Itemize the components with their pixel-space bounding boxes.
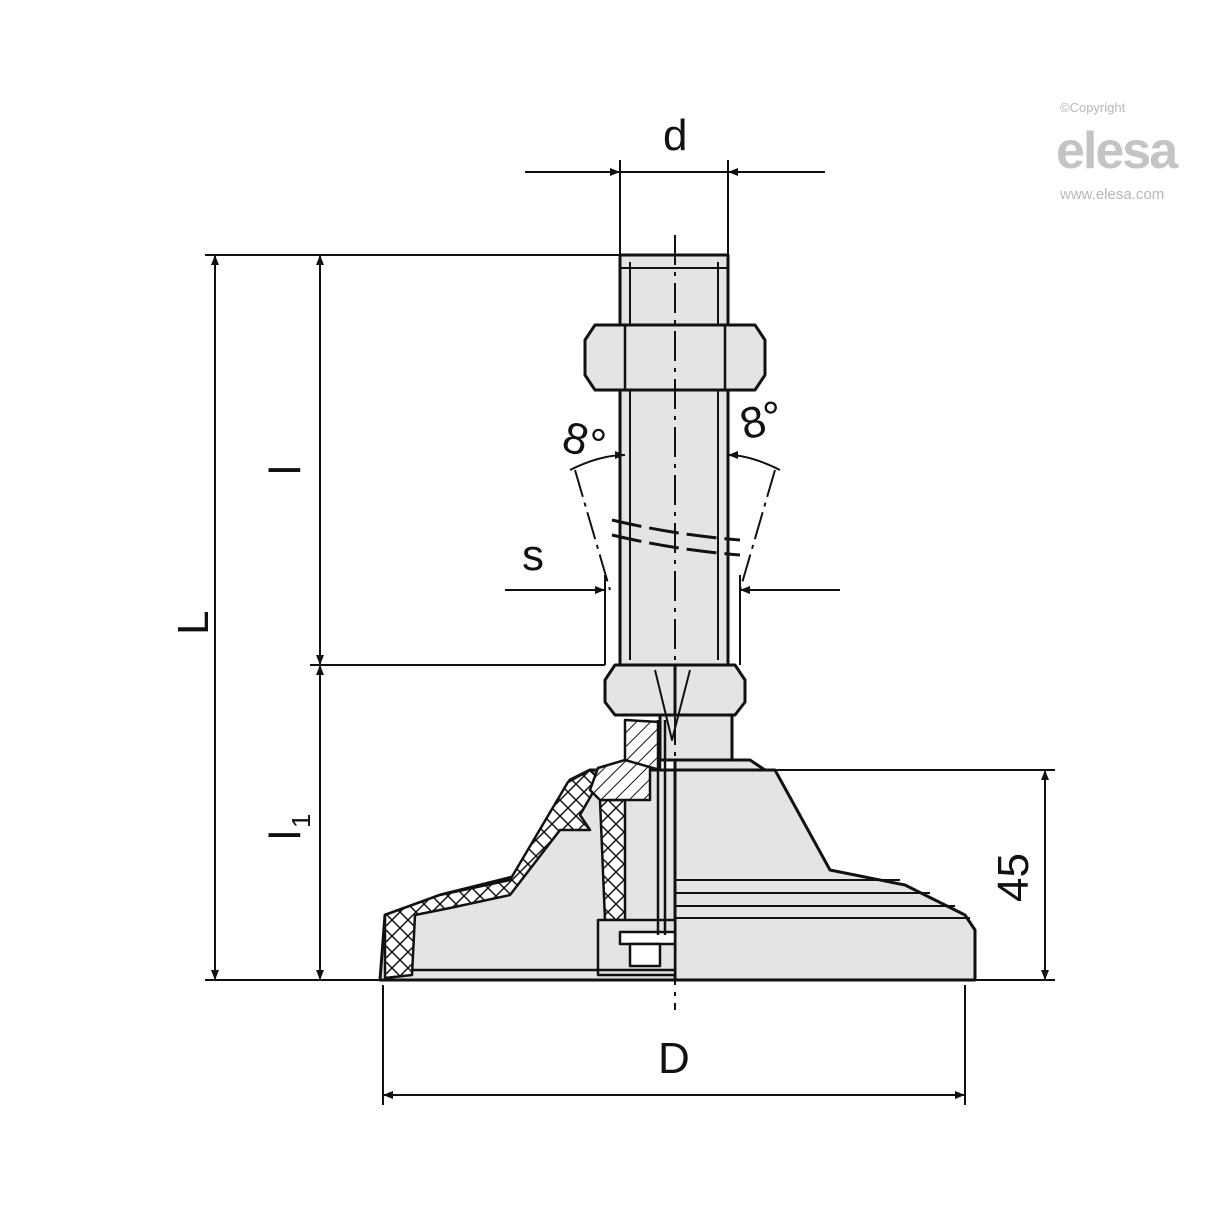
website-text: www.elesa.com bbox=[1059, 186, 1164, 203]
copyright-text: ©Copyright bbox=[1060, 100, 1126, 115]
svg-text:l: l bbox=[261, 830, 310, 840]
dim-label-l: l bbox=[261, 465, 310, 475]
brand-logo: elesa bbox=[1056, 122, 1179, 180]
elesa-logo: ©Copyright elesa www.elesa.com bbox=[1056, 100, 1181, 203]
dim-label-L: L bbox=[169, 611, 218, 635]
threaded-stud bbox=[618, 253, 730, 667]
dim-label-l1: l 1 bbox=[261, 814, 316, 840]
dim-label-D: D bbox=[658, 1034, 690, 1083]
dim-label-45: 45 bbox=[989, 853, 1038, 902]
rubber-section bbox=[383, 768, 602, 980]
svg-text:1: 1 bbox=[286, 814, 316, 828]
stem-section bbox=[623, 718, 662, 772]
angle-label-left: 8° bbox=[557, 412, 610, 470]
insert-section bbox=[598, 798, 627, 922]
dim-label-s: s bbox=[522, 531, 544, 580]
tilt-lines bbox=[569, 451, 781, 591]
angle-label-right: 8° bbox=[735, 391, 788, 449]
ball-section bbox=[588, 758, 652, 802]
base-right bbox=[673, 768, 977, 982]
dim-label-d: d bbox=[663, 111, 687, 160]
